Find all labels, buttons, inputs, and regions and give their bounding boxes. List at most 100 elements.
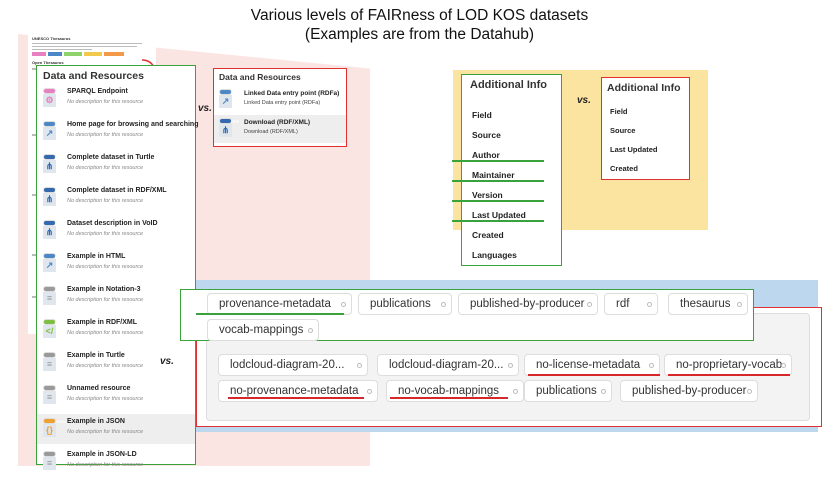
tag-remove-icon[interactable] — [747, 389, 752, 394]
data-resources-heading: Data and Resources — [43, 70, 144, 82]
tag-label: published-by-producer — [632, 385, 747, 397]
tag-green[interactable]: publications — [358, 293, 452, 315]
green-underline — [452, 200, 544, 202]
resource-name[interactable]: Example in RDF/XML — [67, 319, 138, 326]
tag-remove-icon[interactable] — [647, 302, 652, 307]
file-icon-body — [43, 259, 56, 272]
thumbnail-text-line — [32, 49, 92, 50]
format-label: N3 — [43, 286, 60, 292]
resource-description: No description for this resource — [67, 132, 144, 138]
info-field-label: Source — [610, 126, 636, 135]
tag-red[interactable]: no-provenance-metadata — [218, 380, 378, 402]
tag-red[interactable]: no-license-metadata — [524, 354, 660, 376]
tag-green[interactable]: provenance-metadata — [207, 293, 352, 315]
resource-name[interactable]: Example in Notation-3 — [67, 286, 141, 293]
tag-remove-icon[interactable] — [587, 302, 592, 307]
tag-green[interactable]: published-by-producer — [458, 293, 598, 315]
resource-description: No description for this resource — [67, 264, 144, 270]
thumbnail-text-line — [32, 46, 137, 47]
file-format-icon: RDF⋔ — [43, 220, 63, 240]
tag-red[interactable]: no-proprietary-vocab — [664, 354, 792, 376]
thumbnail-badge — [64, 52, 82, 56]
info-field-label: Field — [472, 110, 492, 120]
tag-red[interactable]: publications — [524, 380, 612, 402]
thumbnail-badge — [84, 52, 102, 56]
tag-remove-icon[interactable] — [649, 363, 654, 368]
tag-red[interactable]: lodcloud-diagram-20... — [377, 354, 519, 376]
tag-green[interactable]: rdf — [604, 293, 658, 315]
resource-description: No description for this resource — [67, 330, 144, 336]
resource-description: No description for this resource — [67, 462, 144, 468]
tag-red[interactable]: lodcloud-diagram-20... — [218, 354, 368, 376]
resource-name[interactable]: Example in HTML — [67, 253, 126, 260]
file-icon-body — [219, 95, 232, 108]
tag-red[interactable]: published-by-producer — [620, 380, 758, 402]
tag-remove-icon[interactable] — [601, 389, 606, 394]
resource-name[interactable]: Example in JSON-LD — [67, 451, 137, 458]
format-glyph-icon: ⋔ — [221, 125, 230, 135]
file-icon-body — [43, 292, 56, 305]
tag-remove-icon[interactable] — [308, 328, 313, 333]
format-glyph-icon: ≡ — [46, 293, 53, 303]
format-label: RDF — [43, 220, 63, 226]
tag-remove-icon[interactable] — [367, 389, 372, 394]
title-line-1: Various levels of FAIRness of LOD KOS da… — [250, 7, 589, 24]
tag-label: thesaurus — [680, 298, 731, 310]
resource-name[interactable]: Download (RDF/XML) — [244, 119, 311, 126]
tag-label: no-proprietary-vocab — [676, 359, 783, 371]
resource-item-right[interactable]: HTML↗Linked Data entry point (RDFa)Linke… — [214, 86, 346, 114]
info-field-label: Source — [472, 130, 501, 140]
resource-subtext: Linked Data entry point (RDFa) — [244, 100, 321, 106]
resource-name[interactable]: Complete dataset in RDF/XML — [67, 187, 167, 194]
tag-red[interactable]: no-vocab-mappings — [386, 380, 524, 402]
file-icon-body — [43, 325, 56, 338]
resource-item[interactable]: HTML↗Home page for browsing and searchin… — [37, 117, 199, 147]
resource-name[interactable]: Example in JSON — [67, 418, 125, 425]
resource-name[interactable]: Complete dataset in Turtle — [67, 154, 155, 161]
file-format-icon: HTML↗ — [43, 121, 66, 141]
tag-remove-icon[interactable] — [357, 363, 362, 368]
file-icon-body — [43, 391, 56, 404]
format-glyph-icon: ⋔ — [45, 161, 54, 171]
tag-remove-icon[interactable] — [781, 363, 786, 368]
file-icon-body — [43, 226, 56, 239]
resource-item-right[interactable]: RDF⋔Download (RDF/XML)Download (RDF/XML) — [214, 115, 346, 143]
resource-description: No description for this resource — [67, 429, 144, 435]
tag-remove-icon[interactable] — [441, 302, 446, 307]
tag-remove-icon[interactable] — [508, 363, 513, 368]
resource-description: No description for this resource — [67, 198, 144, 204]
resource-description: No description for this resource — [67, 297, 144, 303]
file-format-icon: TTL≡ — [43, 352, 62, 372]
resource-name[interactable]: Linked Data entry point (RDFa) — [244, 90, 340, 97]
thumbnail-badge — [48, 52, 62, 56]
file-icon-body — [43, 94, 56, 107]
tag-green[interactable]: thesaurus — [668, 293, 748, 315]
resource-item[interactable]: N3≡ Example in Notation-3 No description f… — [37, 282, 195, 312]
tag-green[interactable]: vocab-mappings — [207, 319, 319, 341]
file-icon-body — [43, 457, 56, 470]
tag-remove-icon[interactable] — [341, 302, 346, 307]
red-underline — [668, 374, 790, 376]
file-icon-body — [43, 127, 56, 140]
resource-name[interactable]: Dataset description in VoID — [67, 220, 158, 227]
resource-name[interactable]: SPARQL Endpoint — [67, 88, 128, 95]
resource-name[interactable]: Unnamed resource — [67, 385, 131, 392]
tag-remove-icon[interactable] — [513, 389, 518, 394]
tag-remove-icon[interactable] — [737, 302, 742, 307]
resource-name[interactable]: Home page for browsing and searching — [67, 121, 199, 128]
resource-name[interactable]: Example in Turtle — [67, 352, 125, 359]
format-label: RDF — [43, 319, 63, 325]
format-glyph-icon: ≡ — [46, 458, 53, 468]
file-format-icon: RDF⋔ — [43, 154, 63, 174]
